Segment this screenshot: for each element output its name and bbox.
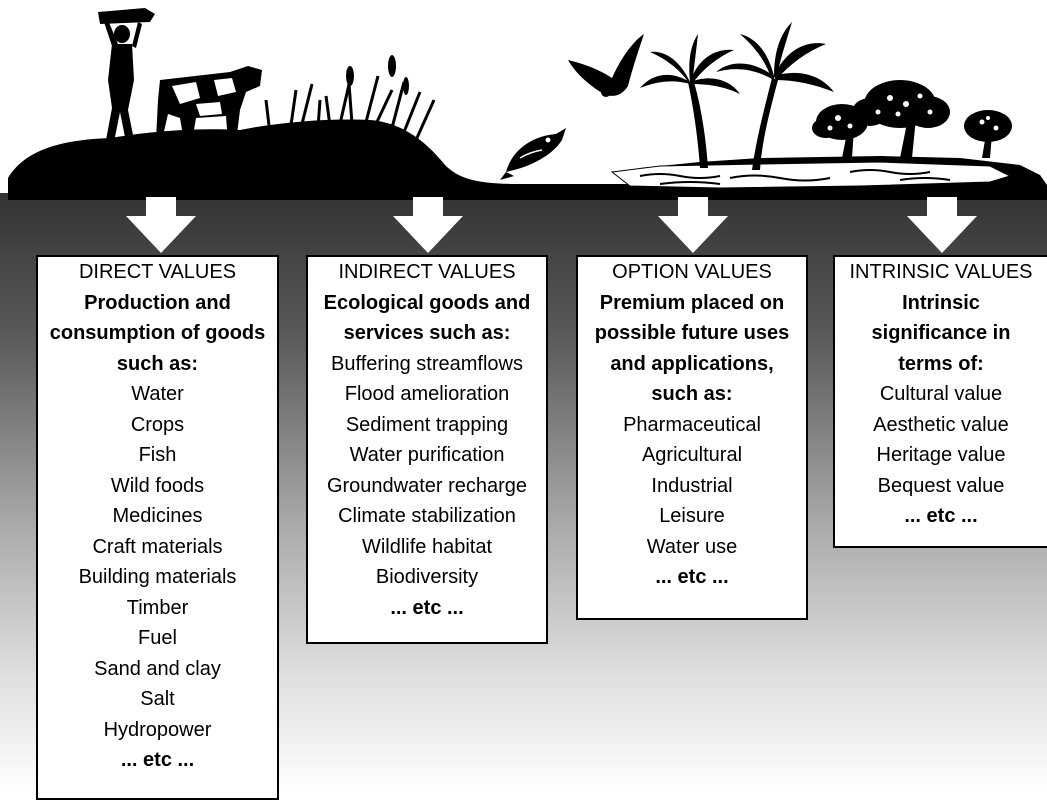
list-item: Pharmaceutical: [623, 413, 761, 436]
list-item: Sand and clay: [94, 657, 221, 680]
list-item: Fuel: [138, 627, 177, 649]
list-item: Cultural value: [879, 383, 1003, 405]
box-heading-line: Premium placed on: [599, 291, 785, 314]
box-heading-line: such as:: [116, 352, 199, 375]
list-item: Aesthetic value: [873, 413, 1009, 436]
box-title: INTRINSIC VALUES: [849, 261, 1033, 283]
box-heading-line: such as:: [651, 383, 733, 405]
palm-tree-icon: [640, 22, 834, 170]
box-heading-line: Production and: [84, 291, 231, 314]
box-heading-line: services such as:: [343, 322, 511, 344]
eagle-icon: [568, 34, 644, 97]
direct-values-box: DIRECT VALUES Production and consumption…: [36, 255, 279, 800]
down-arrow-icon: [658, 197, 728, 253]
list-item: Wild foods: [110, 474, 205, 497]
list-item: Buffering streamflows: [331, 352, 523, 375]
tree-foliage-texture: [827, 93, 999, 131]
box-heading-line: terms of:: [898, 352, 984, 375]
woman-carrying-bundle-icon: [98, 8, 155, 142]
cow-icon: [156, 66, 262, 142]
box-title: DIRECT VALUES: [78, 261, 237, 283]
tree-icon: [812, 80, 1012, 158]
etc-label: ... etc ...: [904, 505, 978, 527]
fish-icon: [500, 128, 566, 180]
intrinsic-values-box: INTRINSIC VALUES Intrinsic significance …: [833, 255, 1047, 548]
list-item: Medicines: [112, 505, 203, 527]
indirect-values-box: INDIRECT VALUES Ecological goods and ser…: [306, 255, 548, 644]
down-arrow-icon: [126, 197, 196, 253]
list-item: Heritage value: [876, 444, 1006, 466]
list-item: Sediment trapping: [345, 413, 509, 436]
list-item: Leisure: [659, 505, 725, 527]
list-item: Groundwater recharge: [326, 474, 528, 497]
water-patch: [610, 161, 1012, 189]
box-heading-line: Intrinsic: [902, 291, 980, 314]
list-item: Timber: [126, 596, 189, 619]
etc-label: ... etc ...: [120, 749, 195, 771]
list-item: Building materials: [78, 566, 237, 588]
list-item: Salt: [140, 688, 175, 710]
list-item: Climate stabilization: [338, 505, 516, 527]
down-arrow-icon: [393, 197, 463, 253]
list-item: Bequest value: [877, 474, 1005, 497]
list-item: Craft materials: [92, 535, 223, 558]
list-item: Industrial: [651, 474, 733, 497]
box-title: INDIRECT VALUES: [338, 261, 516, 283]
list-item: Wildlife habitat: [361, 535, 493, 558]
box-heading-line: significance in: [871, 322, 1011, 344]
water-ripples: [639, 169, 951, 185]
box-heading-line: consumption of goods: [49, 322, 266, 344]
list-item: Fish: [138, 444, 177, 466]
list-item: Biodiversity: [375, 566, 479, 588]
list-item: Hydropower: [103, 718, 212, 741]
box-heading-line: Ecological goods and: [323, 291, 531, 314]
list-item: Water purification: [349, 444, 505, 466]
box-heading-line: possible future uses: [594, 322, 790, 344]
down-arrow-icon: [907, 197, 977, 253]
list-item: Water: [131, 383, 184, 405]
etc-label: ... etc ...: [390, 596, 464, 619]
cattails: [346, 55, 409, 95]
list-item: Flood amelioration: [344, 383, 510, 405]
box-title: OPTION VALUES: [612, 261, 772, 283]
etc-label: ... etc ...: [655, 566, 729, 588]
option-values-box: OPTION VALUES Premium placed on possible…: [576, 255, 808, 620]
box-heading-line: and applications,: [610, 352, 774, 375]
list-item: Water use: [646, 535, 738, 558]
list-item: Agricultural: [641, 444, 743, 466]
list-item: Crops: [130, 413, 185, 436]
